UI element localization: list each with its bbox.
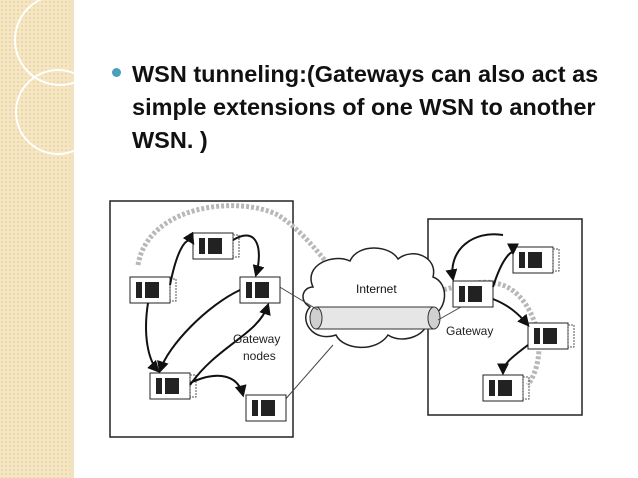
gateway-node [452,280,494,308]
left-network-arrows [145,231,271,398]
gateway-node [245,394,287,422]
left-gateway-label-line1: Gateway [233,332,280,346]
tunnel-pipe-end-right [427,306,441,330]
decorative-circles [14,0,106,155]
deco-circle-top [14,0,106,86]
sensor-node [129,276,177,304]
side-band-edge [70,0,74,478]
internet-label: Internet [356,282,397,296]
bullet-text: WSN tunneling:(Gateways can also act as … [132,61,599,153]
left-gateway-label-line2: nodes [243,349,276,363]
decorative-side-band [0,0,70,478]
sensor-node [527,322,575,350]
deco-circle-bottom [15,69,101,155]
right-sensor-nodes [452,246,575,402]
sensor-node [192,232,240,260]
right-network-arrows [445,233,530,376]
tunnel-pipe-end-left [309,306,323,330]
bullet-marker [112,68,121,77]
sensor-node [512,246,560,274]
gateway-node [239,276,281,304]
sensor-node [149,372,197,400]
tunnel-pipe [315,306,435,330]
sensor-node [482,374,530,402]
internet-cloud [302,247,446,349]
wsn-tunneling-diagram: Internet [109,200,583,438]
right-gateway-label: Gateway [446,324,493,338]
